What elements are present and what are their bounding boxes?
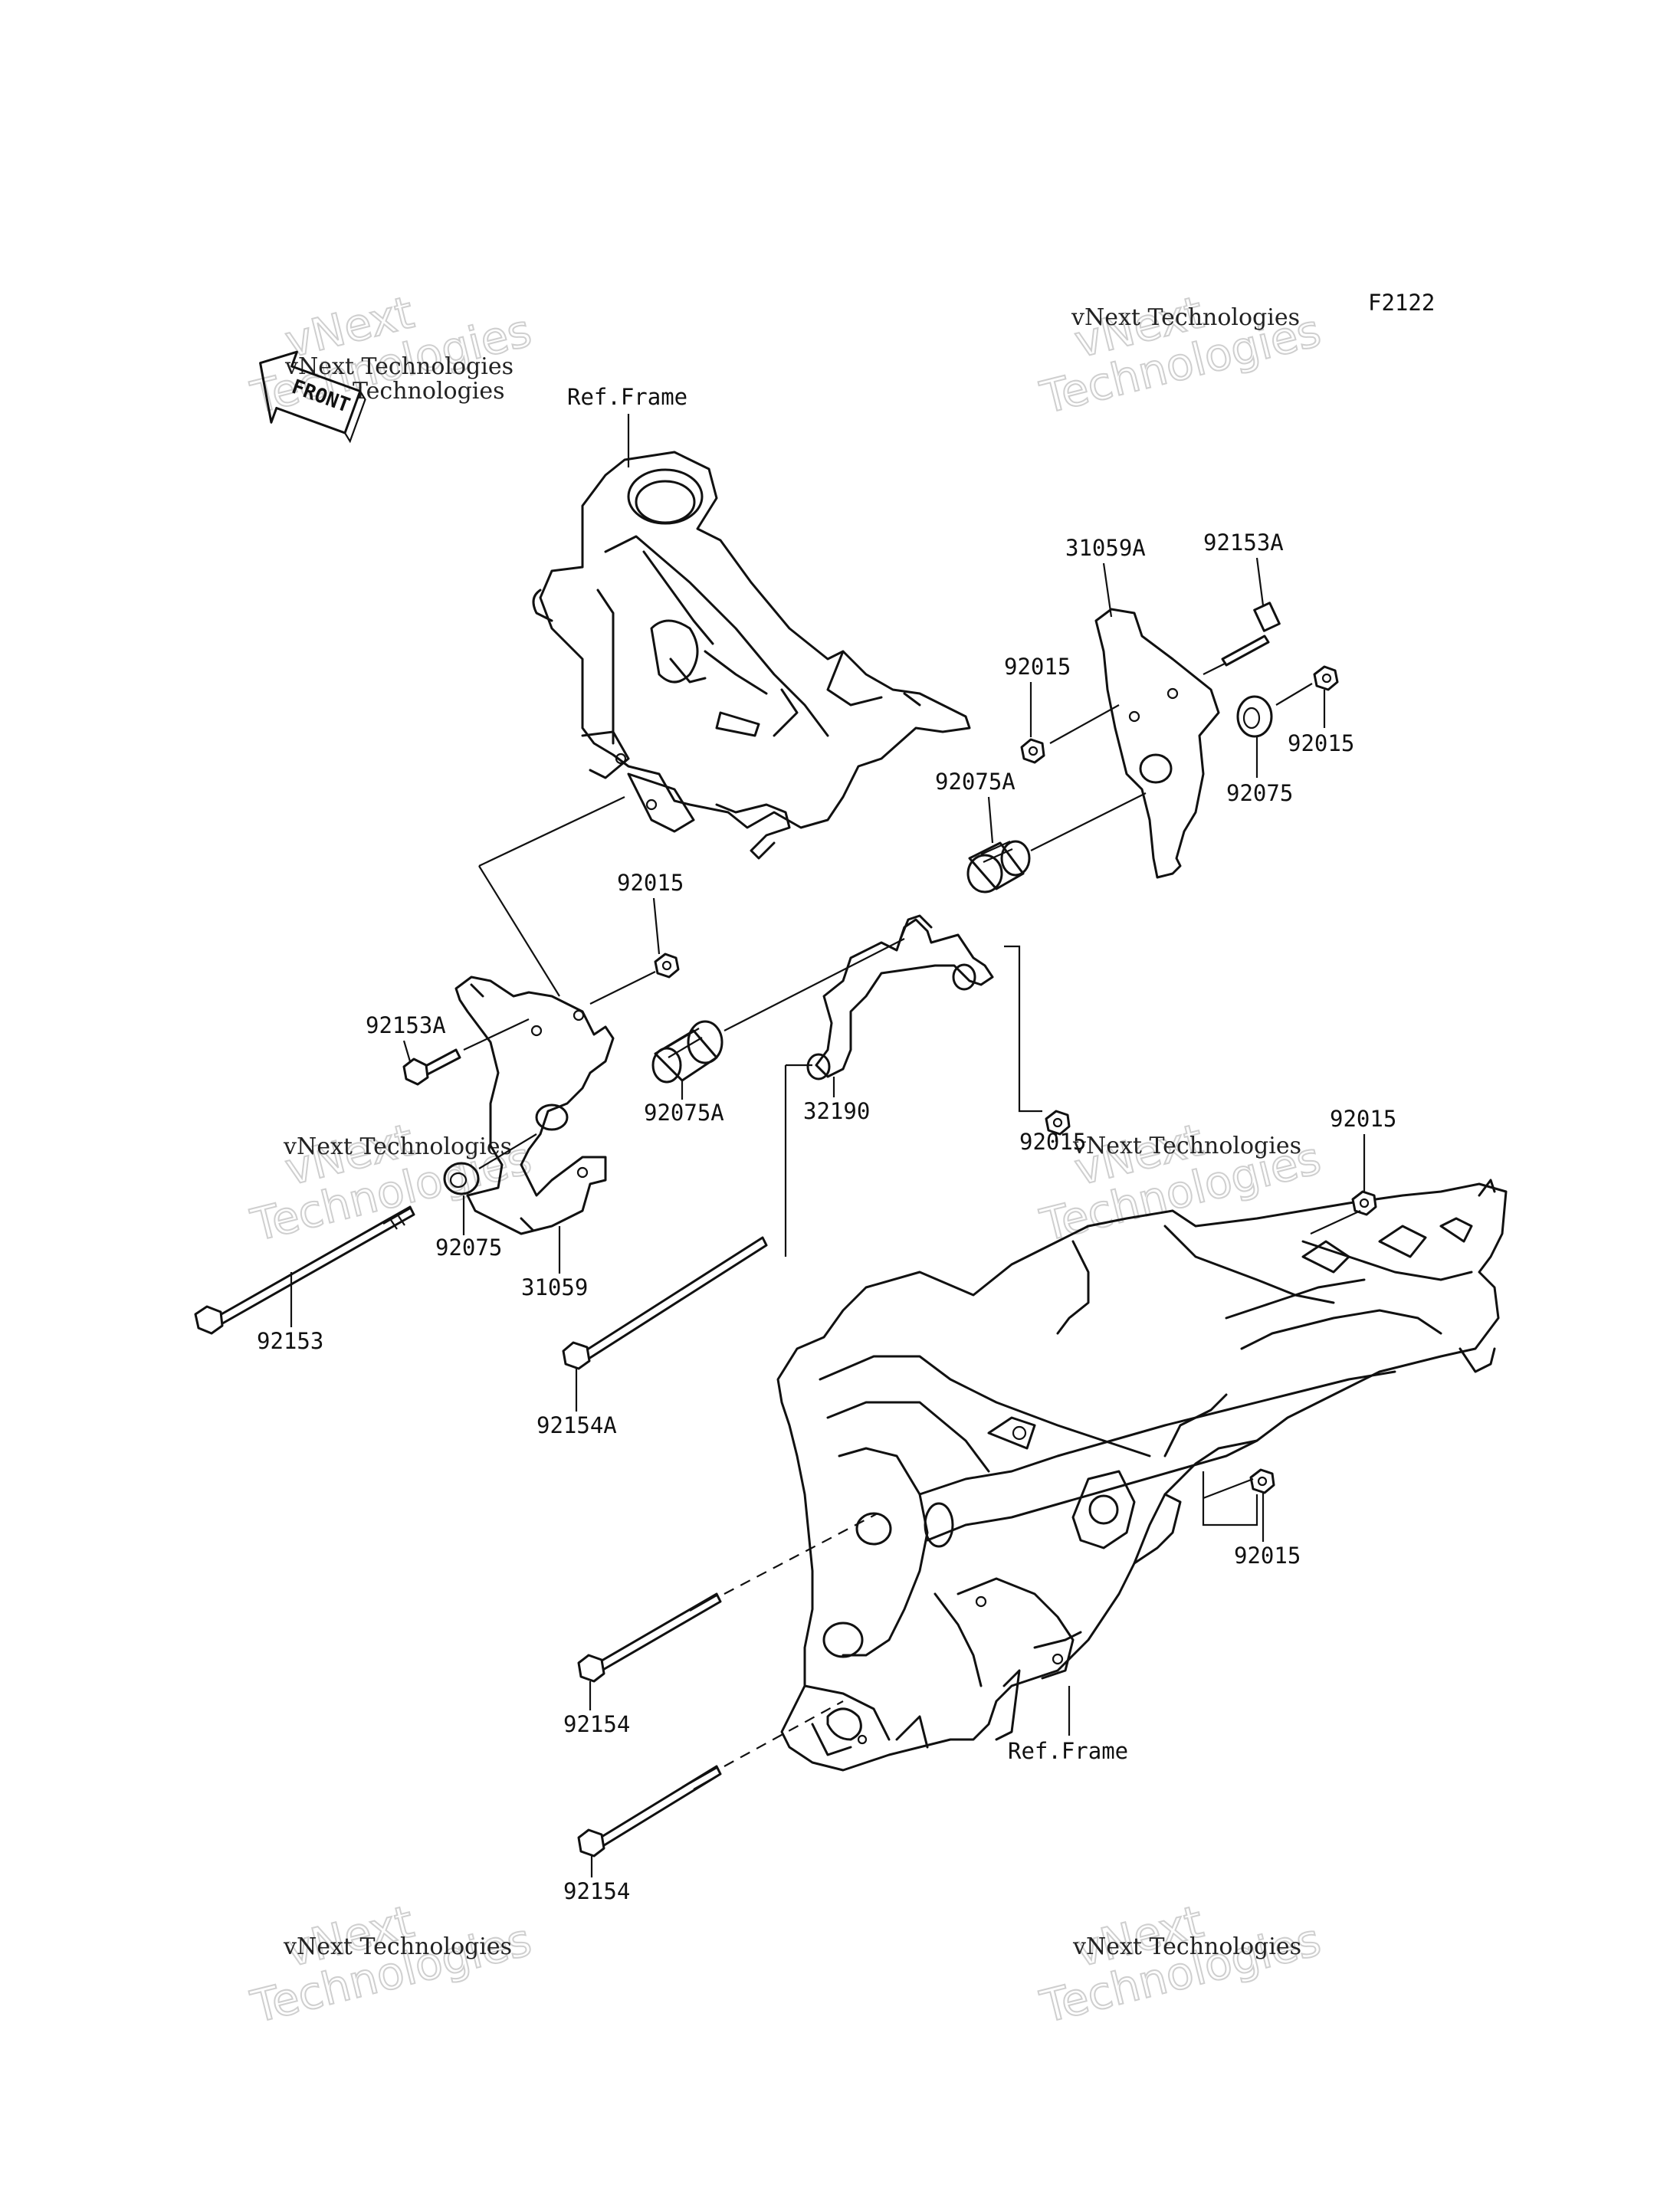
watermark-mid-right: vNext Technologies [1035, 1113, 1327, 1252]
label-92015-f: 92015 [1234, 1543, 1301, 1569]
label-92015-c: 92015 [617, 870, 684, 896]
leader-92075-left-axis [478, 1133, 537, 1169]
watermark-caption: vNext Technologies [1072, 1933, 1301, 1960]
leader-92075A-top-axis [1030, 792, 1147, 851]
label-92153A-left: 92153A [366, 1012, 446, 1038]
leader-92015-a [1049, 704, 1120, 744]
nut-92015-e [1351, 1190, 1377, 1216]
leader-92075A-mid-axis [724, 938, 905, 1031]
watermark-top-right: vNext Technologies [1035, 285, 1327, 425]
nut-92015-c [654, 953, 680, 979]
lower-frame-ref [776, 1179, 1508, 1772]
watermark-caption: vNext Technologies [1072, 1133, 1301, 1159]
label-92015-d: 92015 [1019, 1129, 1086, 1155]
label-92153: 92153 [257, 1328, 323, 1354]
bolt-92154-b [577, 1765, 722, 1858]
bolt-92154A [562, 1236, 768, 1370]
watermark-caption: Technologies [353, 378, 505, 405]
leader-92015-b [1275, 683, 1313, 706]
leader-92015-e [1310, 1210, 1361, 1235]
figure-code: F2122 [1368, 290, 1435, 316]
label-92015-a: 92015 [1004, 654, 1071, 680]
leader-92015-f [1202, 1471, 1258, 1526]
nut-92015-f [1249, 1468, 1275, 1494]
label-31059: 31059 [521, 1274, 588, 1300]
bracket-31059 [454, 976, 615, 1235]
nut-92015-d [1045, 1110, 1071, 1136]
bolt-92153-long [194, 1205, 415, 1335]
label-92015-b: 92015 [1288, 730, 1354, 756]
watermark-caption: vNext Technologies [1071, 304, 1300, 331]
bolt-92153A-top [1203, 602, 1281, 675]
label-92153A-top: 92153A [1203, 530, 1284, 556]
label-92154-b: 92154 [563, 1878, 630, 1904]
rubber-bushing-92075A-mid [651, 1020, 724, 1084]
watermark-caption: vNext Technologies [284, 353, 514, 380]
leader-92015-c [589, 971, 656, 1005]
nut-92015-a [1020, 738, 1045, 764]
nut-92015-b [1313, 665, 1339, 691]
rubber-bushing-92075A-top [966, 840, 1031, 894]
part-labels: 31059A 92153A 92015 92015 92075 92075A 9… [257, 530, 1396, 1904]
bolt-92154-a [577, 1592, 722, 1683]
ref-frame-bottom-label: Ref.Frame [1008, 1738, 1128, 1764]
bracket-32190 [806, 914, 994, 1080]
leader-frame-to-left-bracket [478, 796, 625, 867]
label-92154-a: 92154 [563, 1711, 630, 1737]
washer-92075-right [1236, 695, 1273, 738]
watermark-caption: vNext Technologies [283, 1933, 512, 1960]
label-92075-right: 92075 [1226, 780, 1293, 806]
washer-92075-left [443, 1162, 480, 1195]
label-92015-e: 92015 [1330, 1106, 1396, 1132]
bracket-31059A [1094, 608, 1220, 879]
axis-92154-b [724, 1700, 844, 1767]
label-92154A: 92154A [536, 1412, 617, 1438]
label-31059A: 31059A [1065, 535, 1146, 561]
label-92075A-top: 92075A [935, 769, 1016, 795]
axis-92154-a [724, 1513, 878, 1595]
label-32190: 32190 [803, 1098, 870, 1124]
bolt-92153A-left [402, 1048, 461, 1086]
label-92075A-mid: 92075A [644, 1100, 724, 1126]
label-92075-left: 92075 [435, 1235, 502, 1261]
leader-frame-to-left-bracket-2 [478, 865, 560, 997]
watermark-caption: vNext Technologies [283, 1133, 512, 1160]
upper-frame-ref [532, 451, 971, 860]
ref-frame-top-label: Ref.Frame [567, 384, 687, 410]
leader-92153A-left-axis [463, 1018, 530, 1051]
leader-32190-to-nut [1004, 945, 1042, 1113]
